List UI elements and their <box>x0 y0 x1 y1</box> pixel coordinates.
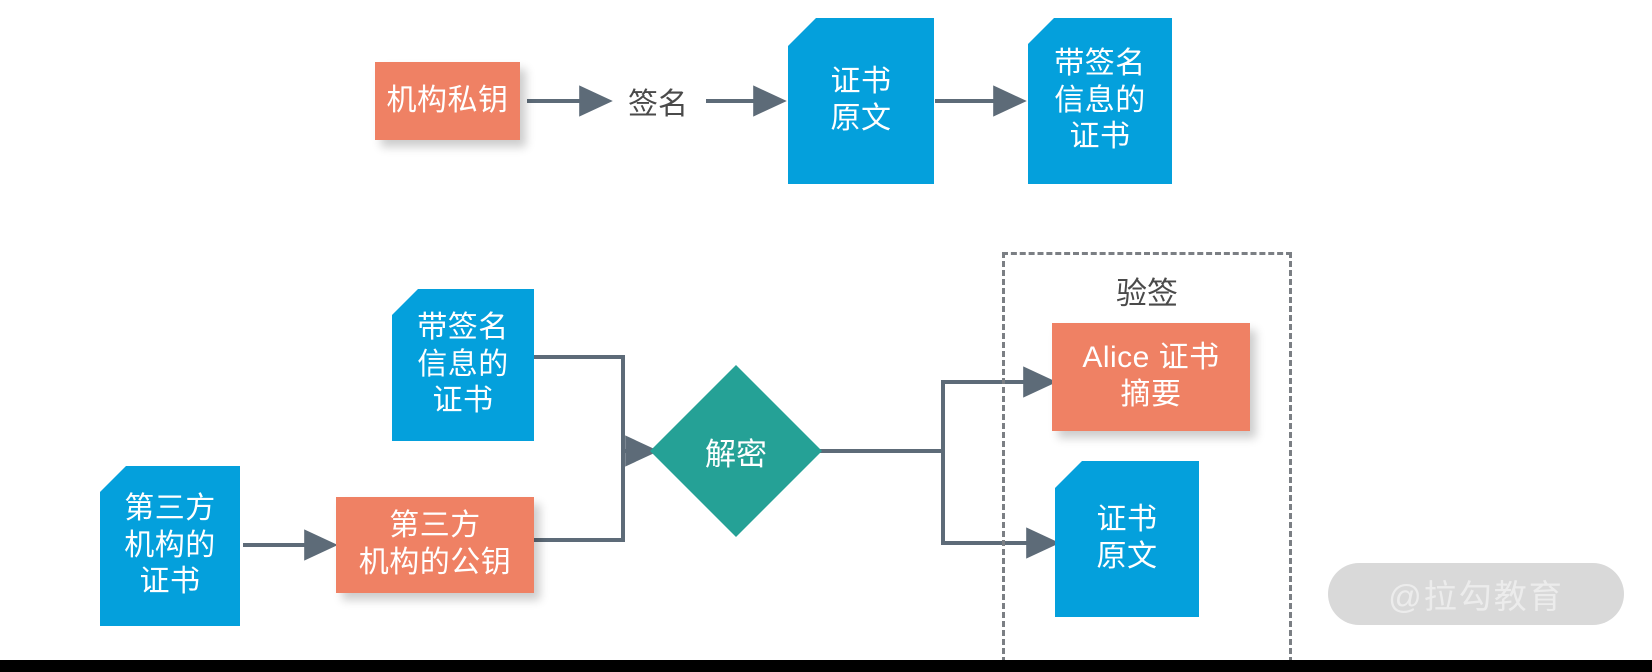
watermark: @拉勾教育 <box>1328 563 1624 625</box>
node-alice-certificate-digest[interactable]: Alice 证书 摘要 <box>1052 323 1250 431</box>
node-decrypt[interactable]: 解密 <box>650 365 822 537</box>
bottom-black-bar <box>0 660 1652 672</box>
wire-thirdkey-to-decrypt <box>534 451 625 542</box>
node-institution-private-key[interactable]: 机构私钥 <box>375 62 520 140</box>
node-third-party-public-key[interactable]: 第三方 机构的公钥 <box>336 497 534 593</box>
node-certificate-plaintext-bottom[interactable]: 证书 原文 <box>1055 461 1199 617</box>
node-third-party-certificate[interactable]: 第三方 机构的 证书 <box>100 466 240 626</box>
node-decrypt-label: 解密 <box>705 436 767 472</box>
label-sign: 签名 <box>628 88 688 121</box>
node-signed-certificate-top[interactable]: 带签名 信息的 证书 <box>1028 18 1172 184</box>
node-certificate-plaintext-top[interactable]: 证书 原文 <box>788 18 934 184</box>
wire-signedcert-to-decrypt <box>534 355 625 451</box>
group-verify-signature-title: 验签 <box>1116 275 1178 311</box>
node-signed-certificate-bottom[interactable]: 带签名 信息的 证书 <box>392 289 534 441</box>
